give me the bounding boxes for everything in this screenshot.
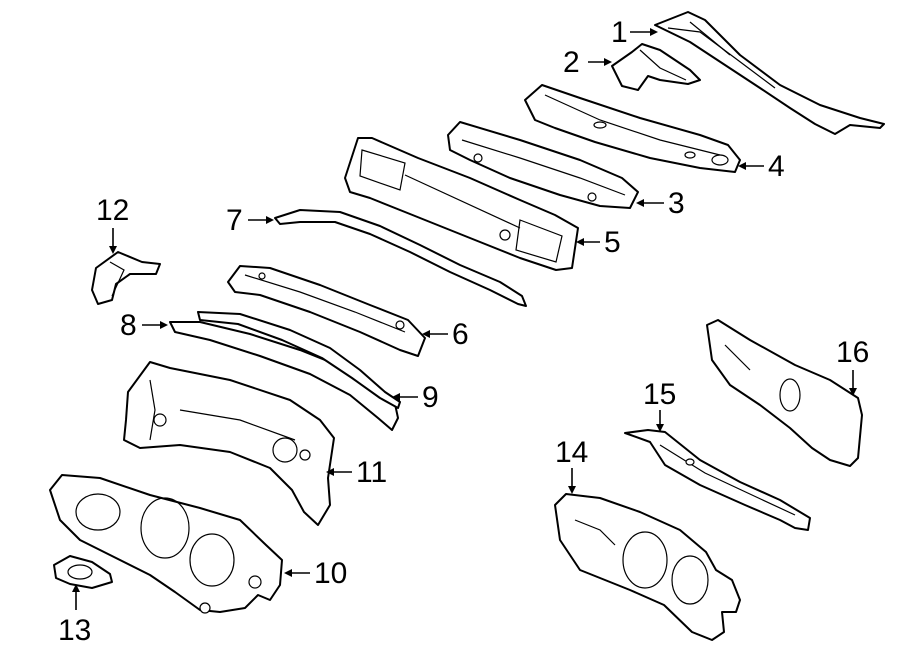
part-16 [706,319,863,467]
part-14 [554,493,741,641]
part-11 [123,361,335,526]
part-1 [654,11,885,135]
callout-9: 9 [422,381,439,414]
callout-2: 2 [563,46,580,79]
part-7 [274,209,527,307]
part-10 [49,474,283,614]
callout-10: 10 [314,557,347,590]
callout-12: 12 [96,194,129,227]
part-6 [227,265,426,357]
part-5 [344,137,579,271]
callout-16: 16 [836,336,869,369]
callout-6: 6 [452,318,469,351]
callout-8: 8 [120,309,137,342]
part-2 [611,43,701,91]
part-4 [524,84,741,173]
callout-leaders [72,28,857,610]
callout-14: 14 [555,436,588,469]
callout-5: 5 [604,226,621,259]
callout-13: 13 [58,614,91,647]
part-3 [447,121,639,209]
part-12 [91,251,161,305]
part-9 [197,311,401,409]
callout-3: 3 [668,187,685,220]
part-15 [624,429,811,531]
callout-15: 15 [643,378,676,411]
callout-7: 7 [226,204,243,237]
callout-1: 1 [611,16,628,49]
part-13 [53,555,113,589]
callout-11: 11 [356,456,387,489]
callout-4: 4 [768,150,785,183]
